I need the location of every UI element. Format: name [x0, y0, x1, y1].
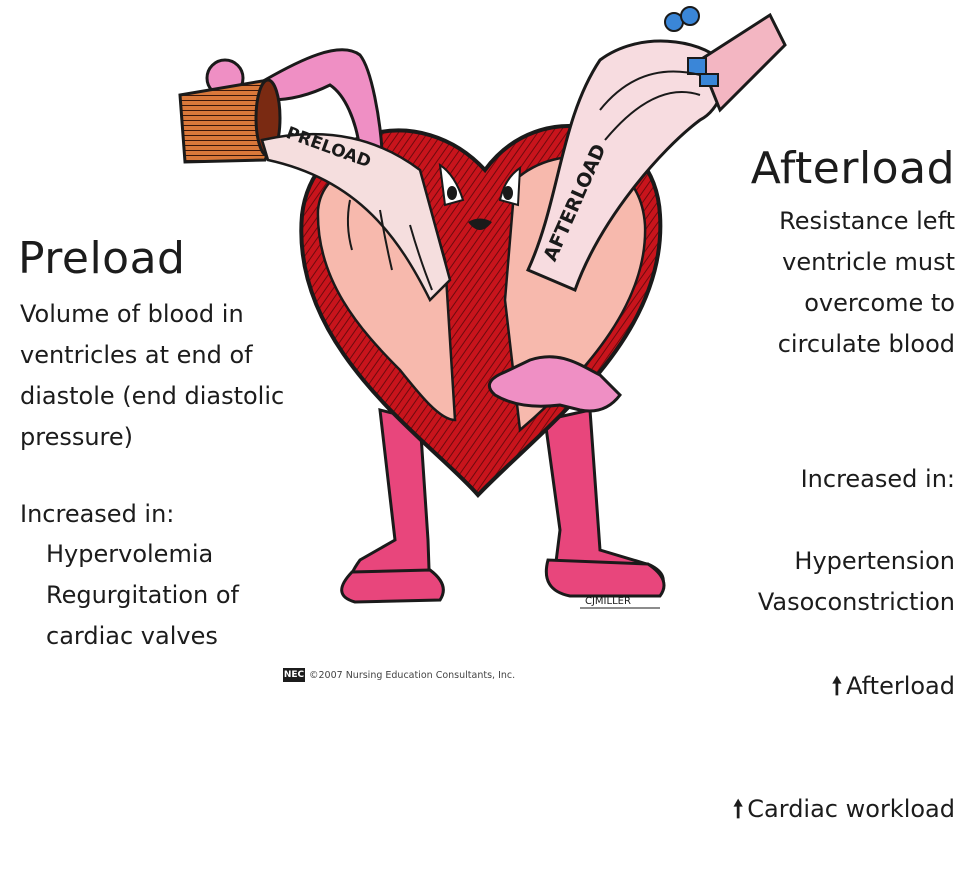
nec-logo-icon: NEC — [283, 668, 305, 682]
effect-item: 🠕Afterload — [733, 625, 955, 707]
effect-item: 🠕Cardiac workload — [733, 748, 955, 830]
preload-description: Volume of blood in ventricles at end of … — [20, 294, 380, 458]
artist-signature: CJMILLER — [585, 596, 631, 607]
preload-conditions: Hypervolemia Regurgitation of cardiac va… — [46, 534, 239, 657]
copyright-text: ©2007 Nursing Education Consultants, Inc… — [309, 670, 515, 681]
right-leg — [545, 410, 664, 596]
afterload-effects: 🠕Afterload 🠕Cardiac workload — [733, 584, 955, 871]
arrow-up-icon: 🠕 — [832, 666, 842, 707]
footer: NEC ©2007 Nursing Education Consultants,… — [283, 668, 515, 682]
arrow-up-icon: 🠕 — [733, 789, 743, 830]
afterload-description: Resistance left ventricle must overcome … — [695, 201, 955, 365]
afterload-increased-label: Increased in: — [758, 459, 955, 500]
preload-increased-label: Increased in: — [20, 494, 174, 535]
preload-heading: Preload — [18, 233, 186, 284]
aorta-tube — [700, 15, 785, 110]
afterload-heading: Afterload — [751, 143, 955, 194]
